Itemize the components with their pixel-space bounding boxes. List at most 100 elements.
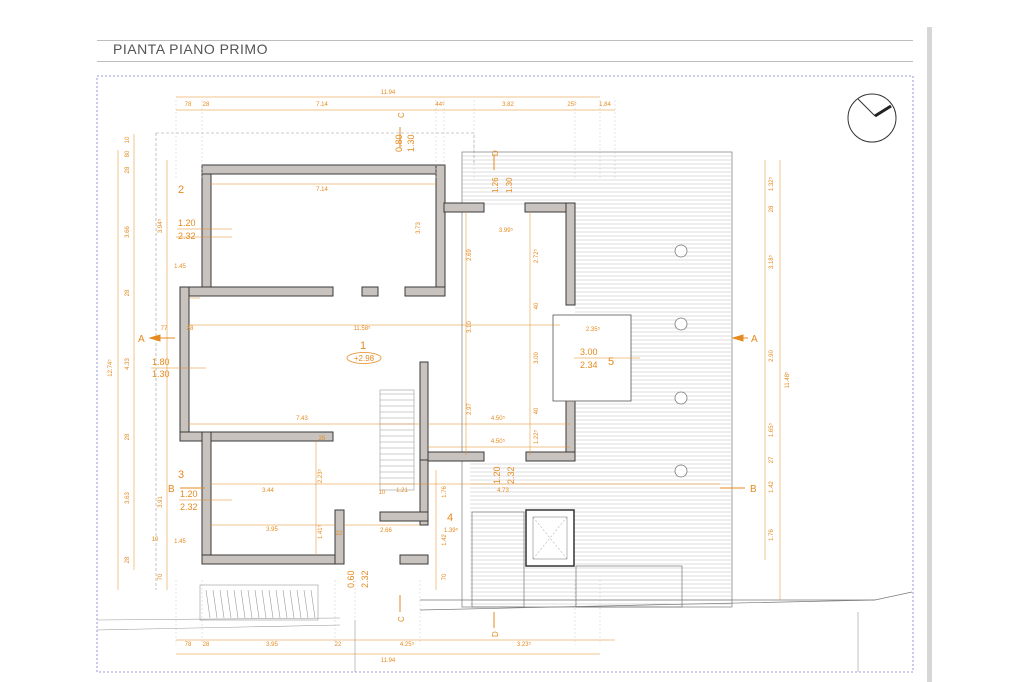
title-rule-top (97, 40, 913, 41)
dim-in-743: 7.43 (296, 416, 308, 422)
dim-left-366: 3.66 (125, 226, 131, 238)
room-5-number: 5 (608, 356, 614, 368)
dim-left-28d: 28 (125, 556, 131, 563)
dim-r-total: 11.48⁵ (784, 371, 791, 389)
terrace-columns (674, 244, 688, 478)
dim-in-139: 1.39⁵ (444, 527, 459, 534)
dim-in-714: 7.14 (316, 187, 328, 193)
dim-r-165: 1.65⁵ (768, 422, 775, 437)
dim-in-145b: 1.45 (174, 539, 186, 545)
dim-left-80: 80 (125, 150, 131, 157)
section-c-bottom: C (397, 616, 406, 622)
dim-left-28c: 28 (125, 433, 131, 440)
room-4-number: 4 (447, 512, 453, 524)
dim-r-318: 3.18⁵ (768, 254, 775, 269)
dim-top-382: 3.82 (502, 102, 514, 108)
opening-terrace-width: 3.00 (580, 347, 598, 357)
stair-tread (303, 589, 309, 619)
dim-in-266: 2.66 (380, 528, 392, 534)
stair-tread (254, 589, 260, 619)
dim-left-433: 4.33 (125, 358, 131, 370)
stair-tread (296, 589, 302, 619)
stair-tread (261, 589, 267, 619)
level-value: +2.98 (354, 354, 375, 363)
dim-in-25: 25 (319, 436, 326, 442)
dim-left-391: 3.91 (158, 496, 164, 508)
dim-bot-28: 28 (203, 642, 210, 648)
stair-tread (289, 589, 295, 619)
stair-tread (247, 589, 253, 619)
section-lines (148, 127, 748, 628)
dim-in-399: 3.99⁵ (499, 227, 514, 234)
dim-r-27: 27 (769, 456, 775, 463)
stair-tread (268, 589, 274, 619)
opening-d-width: 1.26 (491, 177, 500, 193)
dim-in-40a: 40 (534, 302, 540, 309)
dim-in-121: 1.21 (396, 488, 408, 494)
dim-r-176: 1.76 (769, 529, 775, 541)
dim-in-269: 2.69 (467, 249, 473, 261)
dim-left-28b: 28 (125, 289, 131, 296)
dim-bot-323: 3.23⁵ (517, 641, 532, 648)
dim-in-28: 28 (187, 326, 194, 332)
dim-in-1158: 11.58⁵ (353, 325, 371, 332)
dim-in-70: 70 (442, 573, 448, 580)
dim-top-25: 25⁵ (567, 101, 577, 108)
sheet-title: PIANTA PIANO PRIMO (113, 41, 268, 57)
staircase (199, 389, 415, 621)
dim-in-395: 3.95 (266, 527, 278, 533)
section-d-top: D (491, 150, 500, 156)
stair-tread (310, 589, 316, 619)
opening-top-height: 1.30 (406, 134, 416, 152)
dim-in-40b: 40 (534, 407, 540, 414)
opening-room1-width: 1.80 (152, 357, 170, 367)
dim-bot-395: 3.95 (266, 642, 278, 648)
dim-bot-425: 4.25⁵ (400, 641, 415, 648)
dim-r-290: 2.90 (769, 350, 775, 362)
dim-in-10b: 10 (152, 537, 159, 543)
dim-top-total: 11.94 (381, 90, 396, 96)
title-rule-bottom (97, 61, 913, 62)
dim-r-132: 1.32⁵ (768, 176, 775, 191)
dim-in-145a: 1.45 (174, 264, 186, 270)
north-arrow-icon (847, 93, 897, 143)
section-c-top: C (397, 112, 406, 118)
opening-room2-width: 1.20 (178, 218, 196, 228)
section-a-right: A (751, 334, 758, 345)
opening-d-height: 1.30 (505, 177, 514, 193)
dim-in-223: 2.23⁵ (317, 468, 324, 483)
stair-tread (226, 589, 232, 619)
room-1-number: 1 (360, 340, 366, 352)
dim-bot-total: 11.94 (381, 658, 396, 664)
dim-in-22: 22 (336, 531, 343, 537)
dim-in-344: 3.44 (262, 488, 274, 494)
opening-room3-width: 1.20 (180, 489, 198, 499)
stair-tread (205, 589, 211, 619)
dim-bot-22: 22 (335, 642, 342, 648)
dim-in-272: 2.72⁵ (533, 248, 540, 263)
room-2-number: 2 (178, 184, 184, 196)
opening-bottom-width: 0.60 (346, 570, 356, 588)
dim-top-714: 7.14 (316, 102, 328, 108)
dim-r-28: 28 (769, 205, 775, 212)
dim-in-373: 3.73 (416, 222, 422, 234)
dim-top-44: 44⁵ (435, 101, 445, 108)
section-b-left: B (168, 484, 175, 495)
section-b-right: B (750, 484, 757, 495)
dim-left-total: 12.74⁵ (107, 359, 114, 377)
opening-stair-height: 2.32 (506, 466, 516, 484)
stair-tread (212, 589, 218, 619)
dim-top-78: 78 (185, 102, 192, 108)
section-d-bottom: D (491, 631, 500, 637)
dim-left-394: 3.94⁵ (157, 218, 164, 233)
stair-tread (233, 589, 239, 619)
stair-tread (275, 589, 281, 619)
dim-top-184: 1.84 (599, 102, 611, 108)
dim-in-450a: 4.50⁵ (491, 415, 506, 422)
dim-left-363: 3.63 (125, 492, 131, 504)
dim-left-70: 70 (158, 573, 164, 580)
level-marker: +2.98 (346, 352, 382, 364)
room-3-number: 3 (178, 469, 184, 481)
